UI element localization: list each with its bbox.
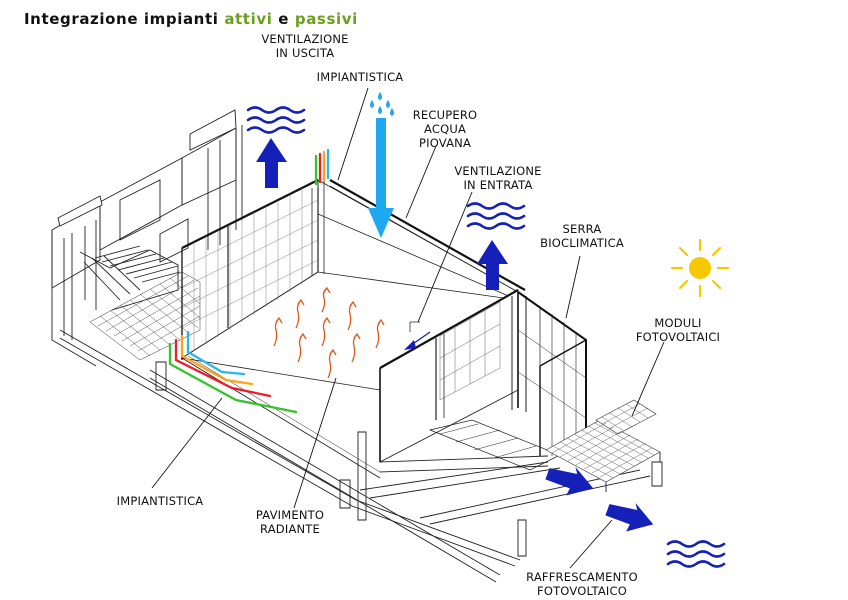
label-line: IN ENTRATA [463, 178, 533, 192]
heat-arrow-icon [297, 332, 307, 363]
label-raffrescamento-fotovoltaico: RAFFRESCAMENTO FOTOVOLTAICO [522, 570, 642, 598]
diagonal-arrow-icon [545, 466, 594, 496]
label-line: VENTILAZIONE [454, 164, 542, 178]
pipes-top [314, 148, 330, 186]
left-wing [51, 109, 243, 367]
heat-arrow-icon [321, 316, 331, 347]
label-line: SERRA [562, 222, 602, 236]
label-line: MODULI [654, 316, 702, 330]
label-line: RADIANTE [260, 522, 320, 536]
label-impiantistica-top: IMPIANTISTICA [310, 70, 410, 84]
heat-arrows [273, 286, 385, 379]
heat-arrow-icon [273, 316, 283, 347]
heat-arrow-icon [351, 332, 361, 363]
pipes-bottom [168, 330, 298, 414]
down-arrow-icon [368, 118, 394, 238]
heat-arrow-icon [321, 286, 331, 313]
heat-arrow-icon [295, 298, 305, 329]
wave-icon [466, 202, 526, 230]
label-line: RECUPERO [412, 108, 478, 122]
label-line: RAFFRESCAMENTO [526, 570, 638, 584]
label-impiantistica-bottom: IMPIANTISTICA [110, 494, 210, 508]
leader-lines [151, 87, 665, 569]
left-floor-grid [89, 271, 201, 361]
wave-icon [246, 106, 306, 134]
label-line: FOTOVOLTAICI [635, 330, 721, 344]
label-ventilazione-uscita: VENTILAZIONE IN USCITA [255, 32, 355, 60]
up-arrow-icon [477, 240, 508, 290]
wave-icon [666, 540, 726, 568]
label-moduli-fotovoltaici: MODULI FOTOVOLTAICI [628, 316, 728, 344]
sun-icon [670, 238, 730, 298]
label-serra-bioclimatica: SERRA BIOCLIMATICA [532, 222, 632, 250]
label-pavimento-radiante: PAVIMENTO RADIANTE [245, 508, 335, 536]
heat-arrow-icon [375, 318, 385, 349]
label-line: VENTILAZIONE [261, 32, 349, 46]
diagonal-arrow-icon [605, 502, 654, 532]
label-line: PIOVANA [418, 136, 472, 150]
label-line: ACQUA [423, 122, 467, 136]
label-line: IN USCITA [275, 46, 335, 60]
title-joiner: e [272, 10, 295, 28]
label-line: IMPIANTISTICA [116, 494, 204, 508]
label-ventilazione-entrata: VENTILAZIONE IN ENTRATA [448, 164, 548, 192]
title-word-passivi: passivi [294, 10, 358, 28]
title-word-attivi: attivi [224, 10, 273, 28]
title-prefix: Integrazione impianti [24, 10, 225, 28]
label-line: FOTOVOLTAICO [537, 584, 627, 598]
raindrop-icon [370, 92, 394, 116]
front-wall [379, 289, 527, 463]
label-line: PAVIMENTO [255, 508, 325, 522]
label-line: IMPIANTISTICA [316, 70, 404, 84]
heat-arrow-icon [347, 300, 357, 331]
vent-inlet-arrow [404, 321, 431, 350]
heat-arrow-icon [327, 348, 337, 379]
page-title: Integrazione impianti attivi e passivi [24, 10, 358, 28]
label-recupero-acqua: RECUPERO ACQUA PIOVANA [405, 108, 485, 150]
pv-modules [545, 399, 661, 492]
up-arrow-icon [256, 138, 287, 188]
label-line: BIOCLIMATICA [540, 236, 624, 250]
